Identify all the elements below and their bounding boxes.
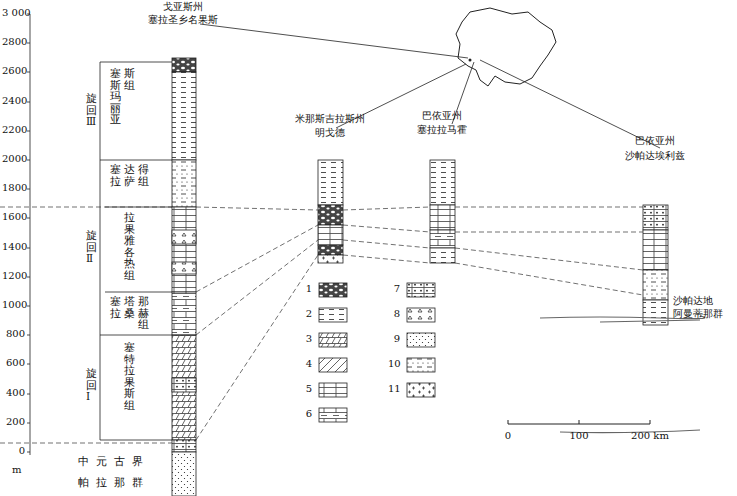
- legend-swatch: [406, 282, 436, 298]
- axis-label: 2000: [2, 153, 27, 165]
- formation-name: 塔桑: [124, 296, 135, 319]
- formation-name: 塞拉: [110, 164, 121, 187]
- group-label: 帕拉那群: [78, 476, 150, 489]
- legend-item: 1: [300, 282, 352, 298]
- legend-item: 7: [388, 282, 440, 298]
- basement-label: 沙帕达地: [673, 295, 713, 307]
- legend-swatch: [318, 382, 348, 398]
- section-title: 塞拉圣乡名果斯: [148, 14, 218, 26]
- axis-label: 1000: [2, 299, 27, 311]
- legend-number: 4: [300, 358, 312, 369]
- legend-number: 8: [388, 308, 400, 319]
- legend-number: 6: [300, 408, 312, 419]
- axis-label: 2400: [2, 95, 27, 107]
- legend-item: 8: [388, 307, 440, 323]
- formation-name: 达萨: [124, 164, 135, 187]
- legend-swatch: [318, 357, 348, 373]
- legend-swatch: [318, 407, 348, 423]
- formation-name: 那赫组: [138, 296, 149, 331]
- legend-number: 10: [388, 358, 400, 369]
- legend-number: 3: [300, 333, 312, 344]
- axis-label: 1400: [2, 241, 27, 253]
- scale-label: 200 km: [631, 430, 669, 442]
- axis-label: 0: [19, 445, 25, 457]
- legend-number: 2: [300, 308, 312, 319]
- axis-label: 200: [6, 416, 25, 428]
- scale-label: 100: [569, 430, 588, 442]
- axis-label: 1600: [2, 211, 27, 223]
- legend-number: 1: [300, 283, 312, 294]
- section-title: 明戈德: [315, 127, 345, 139]
- legend-swatch: [406, 307, 436, 323]
- legend-swatch: [406, 382, 436, 398]
- formation-name: 拉果雅各热组: [124, 212, 135, 281]
- legend-item: 2: [300, 307, 352, 323]
- axis-label: 2800: [2, 36, 27, 48]
- cycle-label: 旋回Ⅰ: [86, 368, 97, 403]
- legend-item: 9: [388, 332, 440, 348]
- section-title: 巴依亚州: [422, 110, 462, 122]
- legend-swatch: [406, 332, 436, 348]
- cycle-label: 旋回Ⅲ: [86, 93, 97, 128]
- axis-label: 800: [6, 328, 25, 340]
- legend-swatch: [318, 307, 348, 323]
- axis-label: 3 000: [2, 7, 31, 19]
- axis-label: 1800: [2, 182, 27, 194]
- scale-label: 0: [505, 430, 511, 442]
- legend-swatch: [406, 357, 436, 373]
- legend-swatch: [318, 282, 348, 298]
- legend-number: 5: [300, 383, 312, 394]
- legend-item: 11: [388, 382, 440, 398]
- formation-name: 得组: [138, 164, 149, 187]
- axis-label: 400: [6, 387, 25, 399]
- formation-name: 塞特拉果斯组: [124, 342, 135, 411]
- axis-label: 2600: [2, 65, 27, 77]
- legend-swatch: [318, 332, 348, 348]
- legend-item: 10: [388, 357, 440, 373]
- axis-label: 1200: [2, 270, 27, 282]
- section-title: 巴依亚州: [635, 135, 675, 147]
- basement-label: 阿曼蒂那群: [673, 308, 723, 320]
- legend-item: 5: [300, 382, 352, 398]
- section-title: 戈亚斯州: [163, 1, 203, 13]
- legend-number: 9: [388, 333, 400, 344]
- cycle-label: 旋回Ⅱ: [86, 230, 97, 265]
- axis-unit: m: [12, 464, 21, 476]
- section-title: 塞拉拉马霍: [417, 124, 467, 136]
- legend-item: 4: [300, 357, 352, 373]
- section-title: 米那斯吉拉斯州: [295, 113, 365, 125]
- legend-number: 11: [388, 383, 400, 394]
- legend-item: 6: [300, 407, 352, 423]
- legend-item: 3: [300, 332, 352, 348]
- axis-label: 2200: [2, 124, 27, 136]
- legend-number: 7: [388, 283, 400, 294]
- section-title: 沙帕达埃利兹: [625, 150, 685, 162]
- formation-name: 塞拉: [110, 296, 121, 319]
- era-label: 中元古界: [78, 455, 150, 468]
- formation-name: 斯组: [124, 68, 135, 91]
- formation-name: 塞斯玛丽亚: [110, 68, 121, 126]
- axis-label: 600: [6, 357, 25, 369]
